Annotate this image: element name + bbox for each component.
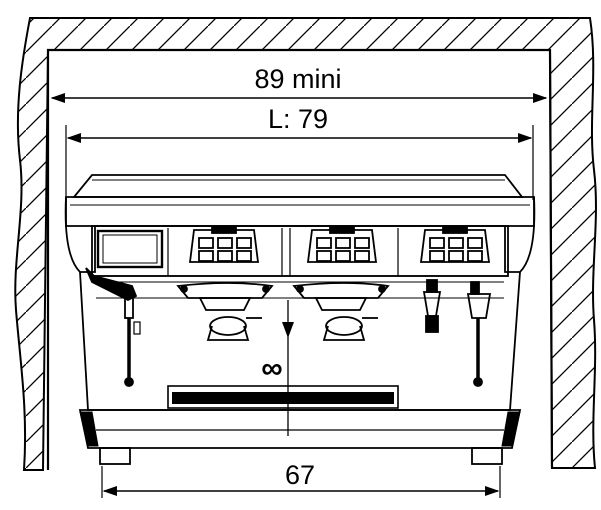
drip-tray — [167, 385, 399, 409]
machine-length-label: L: 79 — [268, 104, 328, 134]
wall-niche — [14, 17, 597, 471]
height-clearance-label: ∞ — [261, 352, 282, 385]
brew-group-1 — [176, 282, 274, 341]
espresso-machine — [64, 174, 536, 465]
steam-wand-left — [85, 267, 141, 387]
keypad-group-1 — [188, 226, 260, 263]
hot-water-tap — [422, 279, 442, 333]
dimension-base-width — [101, 466, 501, 498]
dimension-machine-length — [65, 125, 534, 200]
outer-width-label: 89 mini — [254, 64, 341, 94]
brew-group-2 — [292, 282, 390, 341]
base-width-label: 67 — [285, 460, 315, 490]
keypad-group-3 — [419, 226, 491, 263]
steam-wand-right — [466, 281, 492, 387]
keypad-group-2 — [306, 226, 378, 263]
dimension-height-clearance — [282, 300, 294, 436]
